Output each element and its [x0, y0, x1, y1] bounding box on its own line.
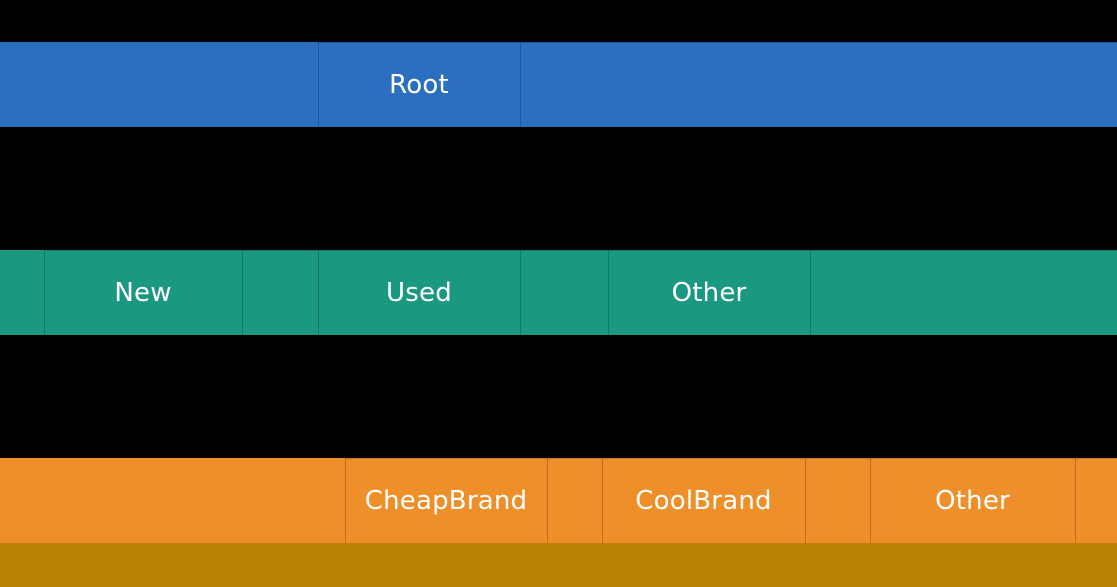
- icicle-level-leaf-level: [0, 543, 1117, 587]
- icicle-level-brand-level: CheapBrand CoolBrand Other: [0, 458, 1117, 543]
- icicle-node-other[interactable]: Other: [870, 458, 1075, 543]
- icicle-node-segment[interactable]: [0, 458, 345, 543]
- icicle-level-root-level: Root: [0, 42, 1117, 127]
- icicle-node-segment[interactable]: [810, 250, 1117, 335]
- icicle-node-label: Other: [935, 485, 1010, 516]
- icicle-node-segment[interactable]: [0, 543, 1117, 587]
- icicle-level-condition-level: New Used Other: [0, 250, 1117, 335]
- icicle-node-segment[interactable]: [1075, 458, 1117, 543]
- icicle-node-segment[interactable]: [547, 458, 602, 543]
- icicle-node-cheapbrand[interactable]: CheapBrand: [345, 458, 547, 543]
- icicle-node-label: New: [114, 277, 172, 308]
- icicle-node-other[interactable]: Other: [608, 250, 810, 335]
- icicle-node-segment[interactable]: [520, 42, 1117, 127]
- icicle-node-segment[interactable]: [0, 250, 44, 335]
- icicle-node-segment[interactable]: [805, 458, 870, 543]
- icicle-node-label: Used: [386, 277, 452, 308]
- icicle-node-label: Other: [671, 277, 747, 308]
- icicle-node-label: CheapBrand: [364, 485, 528, 516]
- icicle-node-segment[interactable]: [0, 42, 318, 127]
- icicle-node-new[interactable]: New: [44, 250, 242, 335]
- icicle-node-label: Root: [389, 69, 449, 100]
- icicle-node-root[interactable]: Root: [318, 42, 520, 127]
- icicle-node-segment[interactable]: [242, 250, 318, 335]
- icicle-node-label: CoolBrand: [635, 485, 772, 516]
- icicle-node-segment[interactable]: [520, 250, 608, 335]
- icicle-node-coolbrand[interactable]: CoolBrand: [602, 458, 805, 543]
- icicle-node-used[interactable]: Used: [318, 250, 520, 335]
